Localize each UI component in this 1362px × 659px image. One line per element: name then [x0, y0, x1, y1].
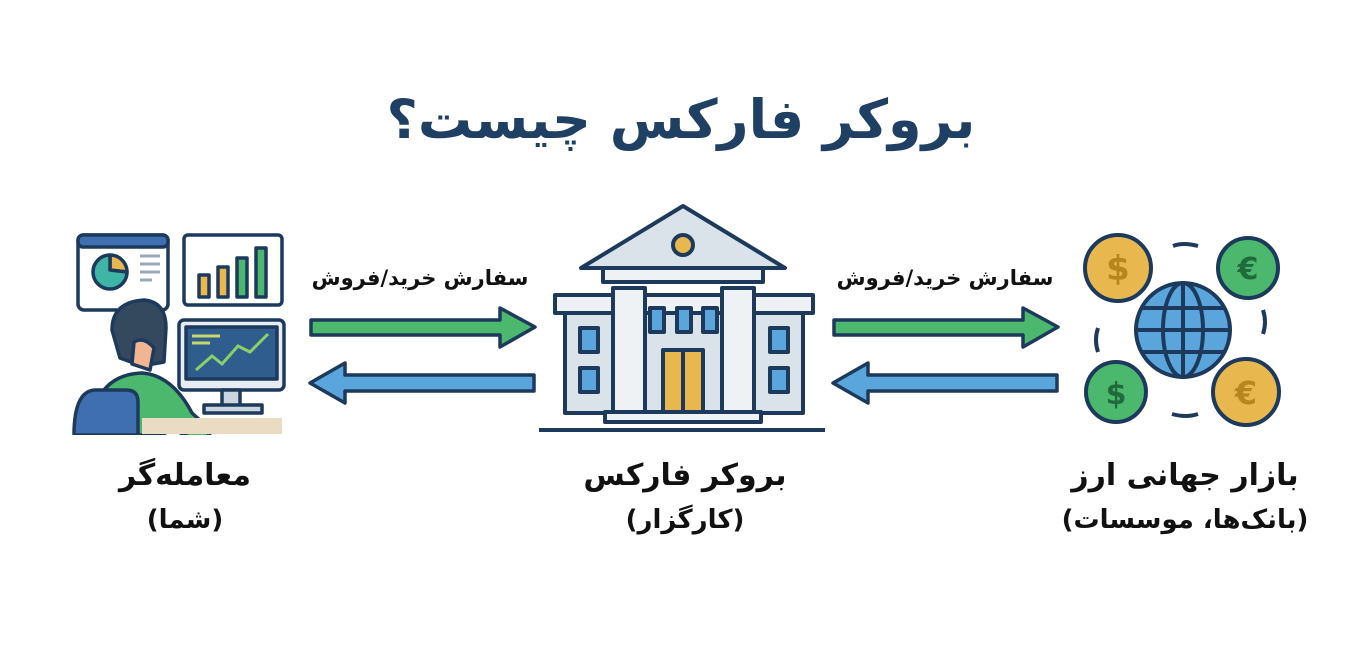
market-sublabel: (بانک‌ها، موسسات): [1061, 505, 1309, 535]
edge-label-trader-to-broker: سفارش خرید/فروش: [311, 266, 529, 290]
trader-label: معامله‌گر: [119, 458, 251, 493]
arrow-right-green-icon: [308, 306, 537, 405]
trader-sublabel: (شما): [146, 505, 224, 535]
broker-label: بروکر فارکس: [583, 458, 787, 493]
bank-building-icon: [539, 204, 825, 432]
arrow-right-green-icon: [831, 306, 1060, 405]
svg-text:€: €: [1237, 252, 1259, 287]
edge-label-broker-to-market: سفارش خرید/فروش: [836, 266, 1054, 290]
svg-text:€: €: [1234, 374, 1257, 412]
broker-sublabel: (کارگزار): [625, 505, 745, 535]
trader-at-computer-icon: [72, 233, 286, 435]
market-label: بازار جهانی ارز: [1071, 458, 1299, 493]
svg-text:$: $: [1106, 377, 1127, 412]
page-title: بروکر فارکس چیست؟: [386, 88, 976, 151]
globe-currency-exchange-icon: $ € € $: [1083, 233, 1281, 427]
svg-text:$: $: [1106, 249, 1130, 289]
